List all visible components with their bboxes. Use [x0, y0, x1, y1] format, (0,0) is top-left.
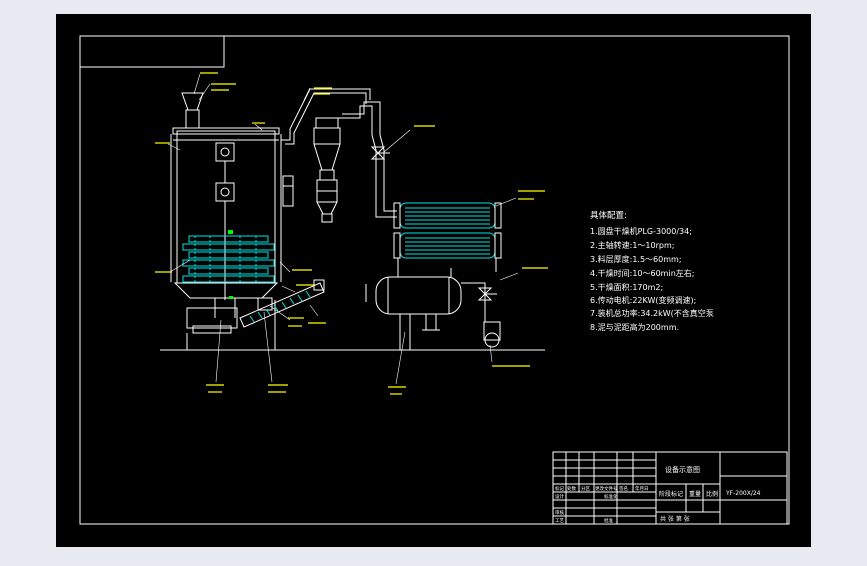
title-block-text: 设备示意图 YF-200X/24 阶段标记 重量 比例 共 张 第 张 处数 分…	[555, 465, 761, 524]
drying-disc-trays	[182, 235, 275, 283]
note-item: 2.主轴转速:1～10rpm;	[590, 240, 674, 250]
row-label: 设计	[555, 493, 564, 500]
top-left-label-box	[79, 35, 225, 68]
gate-valve-upper	[370, 146, 390, 160]
screw-flights	[249, 290, 311, 323]
extra-cell: 批准	[604, 517, 613, 524]
notes-list: 1.圆盘干燥机PLG-3000/34; 2.主轴转速:1～10rpm; 3.料层…	[590, 226, 714, 332]
vacuum-line	[461, 282, 497, 322]
exhaust-pipe	[281, 88, 371, 207]
row-label: 标记	[555, 485, 564, 492]
row-label: 工艺	[555, 518, 564, 524]
extra-cell: 标准化	[604, 493, 618, 500]
note-item: 7.装机总功率:34.2kW(不含真空泵	[590, 308, 714, 318]
outer-frame	[79, 35, 790, 525]
row-label: 审核	[555, 509, 564, 516]
disc-dryer-vessel	[170, 92, 282, 350]
note-item: 4.干燥时间:10～60min左右;	[590, 268, 694, 278]
header-cell: 年月日	[635, 485, 649, 492]
note-item: 8.泥与泥距高为200mm.	[590, 322, 679, 332]
leader-lines	[167, 73, 519, 385]
yellow-annotation-marks	[155, 72, 548, 395]
header-cell: 处数	[567, 485, 576, 492]
notes-heading: 具体配置:	[590, 210, 627, 221]
drawing-title: 设备示意图	[665, 465, 700, 474]
note-item: 5.干燥面积:170m2;	[590, 282, 663, 292]
condenser-end-caps	[393, 202, 502, 272]
drawing-number: YF-200X/24	[725, 490, 761, 497]
stage-header-scale: 比例	[706, 490, 718, 498]
vacuum-pump	[483, 321, 501, 348]
note-item: 1.圆盘干燥机PLG-3000/34;	[590, 226, 692, 236]
drawing-sheet	[56, 14, 811, 547]
stage-header-mark: 阶段标记	[659, 490, 683, 498]
sheet-footer: 共 张 第 张	[660, 515, 690, 523]
cyclone-separator	[313, 117, 341, 223]
header-cell: 签名	[619, 485, 628, 492]
green-markers	[228, 230, 233, 299]
title-block	[552, 451, 788, 525]
note-item: 6.传动电机:22KW(变频调速);	[590, 295, 696, 305]
vapor-pipe	[338, 101, 397, 218]
header-cell: 分区	[581, 485, 590, 492]
receiver-tank	[365, 268, 462, 350]
header-cell: 更改文件号	[595, 485, 618, 492]
note-item: 3.料层厚度:1.5～60mm;	[590, 254, 682, 264]
stage-header-weight: 重量	[689, 490, 701, 498]
